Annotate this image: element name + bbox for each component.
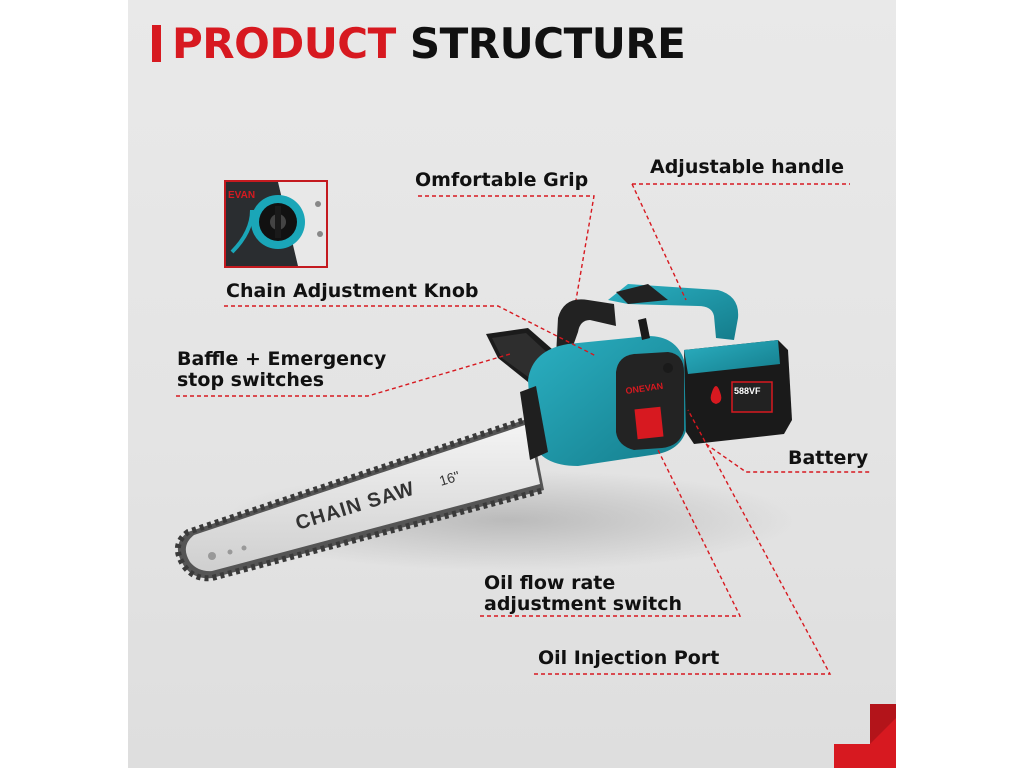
product-structure-panel: PRODUCT STRUCTURE (128, 0, 896, 768)
callout-chain-adjustment-knob: Chain Adjustment Knob (226, 280, 479, 302)
callout-baffle-emergency-stop: Baffle + Emergency stop switches (177, 349, 386, 391)
title-accent-word: PRODUCT (172, 19, 396, 68)
callout-baffle-line1: Baffle + Emergency (177, 348, 387, 370)
callout-adjustable-handle: Adjustable handle (650, 156, 845, 178)
corner-arrow-mark (834, 704, 896, 768)
chainsaw-body: ONEVAN 588VF (486, 284, 792, 466)
title-accent-bar (152, 25, 161, 62)
callout-lines (176, 183, 872, 675)
title-rest-word: STRUCTURE (409, 19, 686, 68)
guide-bar: CHAIN SAW 16" (175, 415, 545, 582)
guide-bar-size: 16" (437, 468, 461, 489)
callout-oil-flow-line2: adjustment switch (484, 593, 683, 615)
knob-inset-image: EVAN (224, 180, 328, 268)
callout-comfortable-grip: Omfortable Grip (415, 169, 589, 191)
callout-oil-flow-switch: Oil flow rate adjustment switch (484, 573, 682, 615)
page-title: PRODUCT STRUCTURE (172, 14, 686, 74)
svg-text:EVAN: EVAN (228, 190, 255, 201)
chainsaw-diagram: EVAN CHAIN SAW 16" (175, 180, 896, 768)
callout-battery: Battery (788, 447, 869, 469)
callout-oil-injection-port: Oil Injection Port (538, 647, 720, 669)
battery-label: 588VF (734, 386, 761, 396)
callout-oil-flow-line1: Oil flow rate (484, 572, 616, 594)
callout-baffle-line2: stop switches (177, 369, 325, 391)
